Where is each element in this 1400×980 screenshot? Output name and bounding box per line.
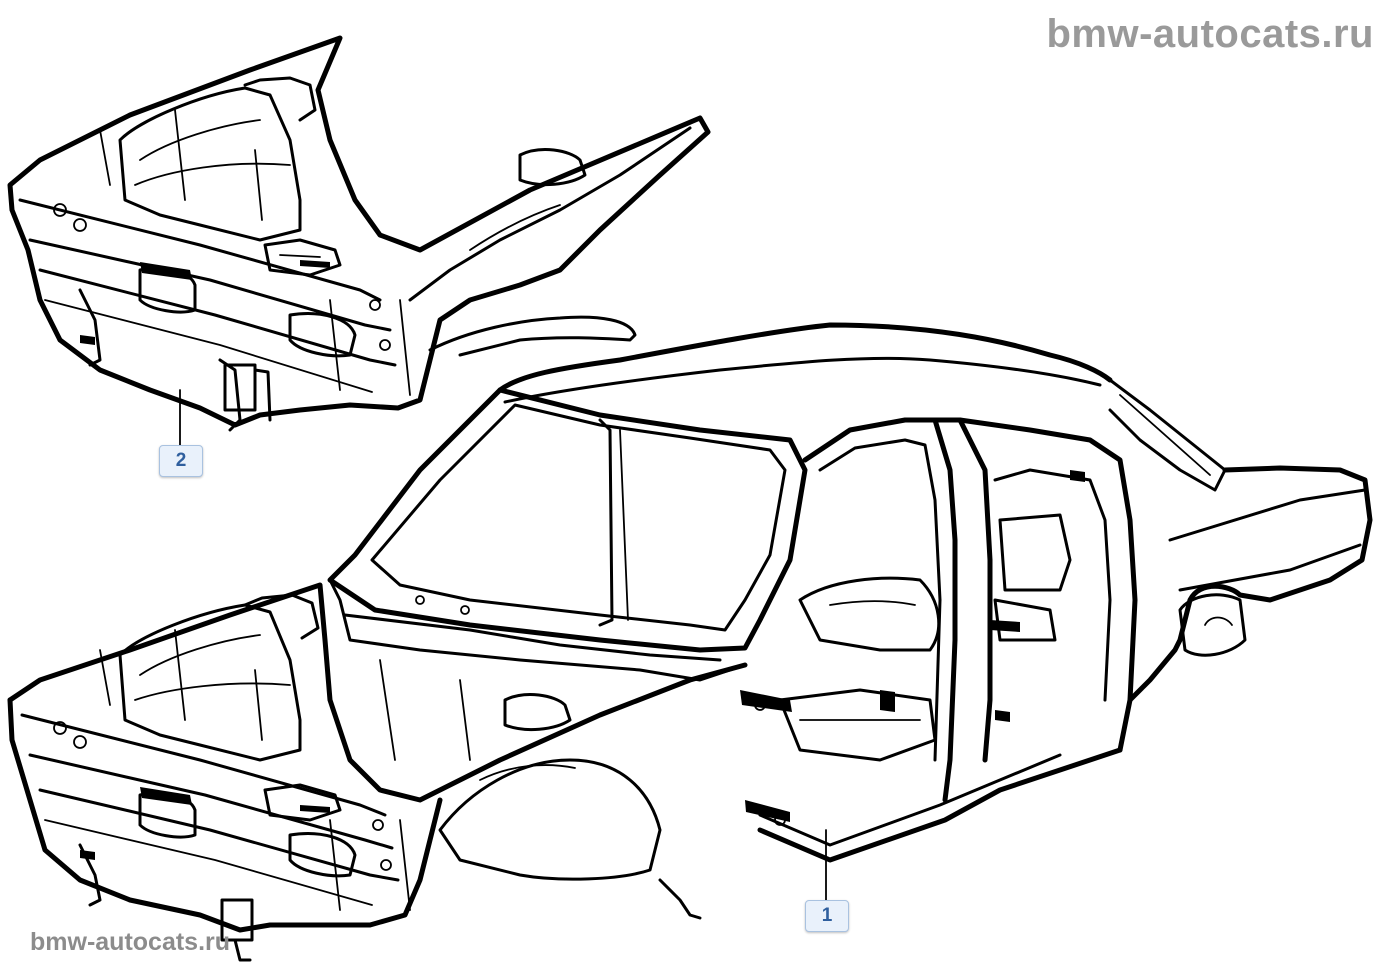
watermark-top: bmw-autocats.ru — [1046, 12, 1374, 56]
body-shell-drawing — [7, 322, 1373, 962]
callout-label-1[interactable]: 1 — [805, 900, 849, 932]
watermark-bottom: bmw-autocats.ru — [30, 928, 231, 956]
front-section-drawing — [7, 35, 711, 432]
callout-label-2[interactable]: 2 — [159, 445, 203, 477]
